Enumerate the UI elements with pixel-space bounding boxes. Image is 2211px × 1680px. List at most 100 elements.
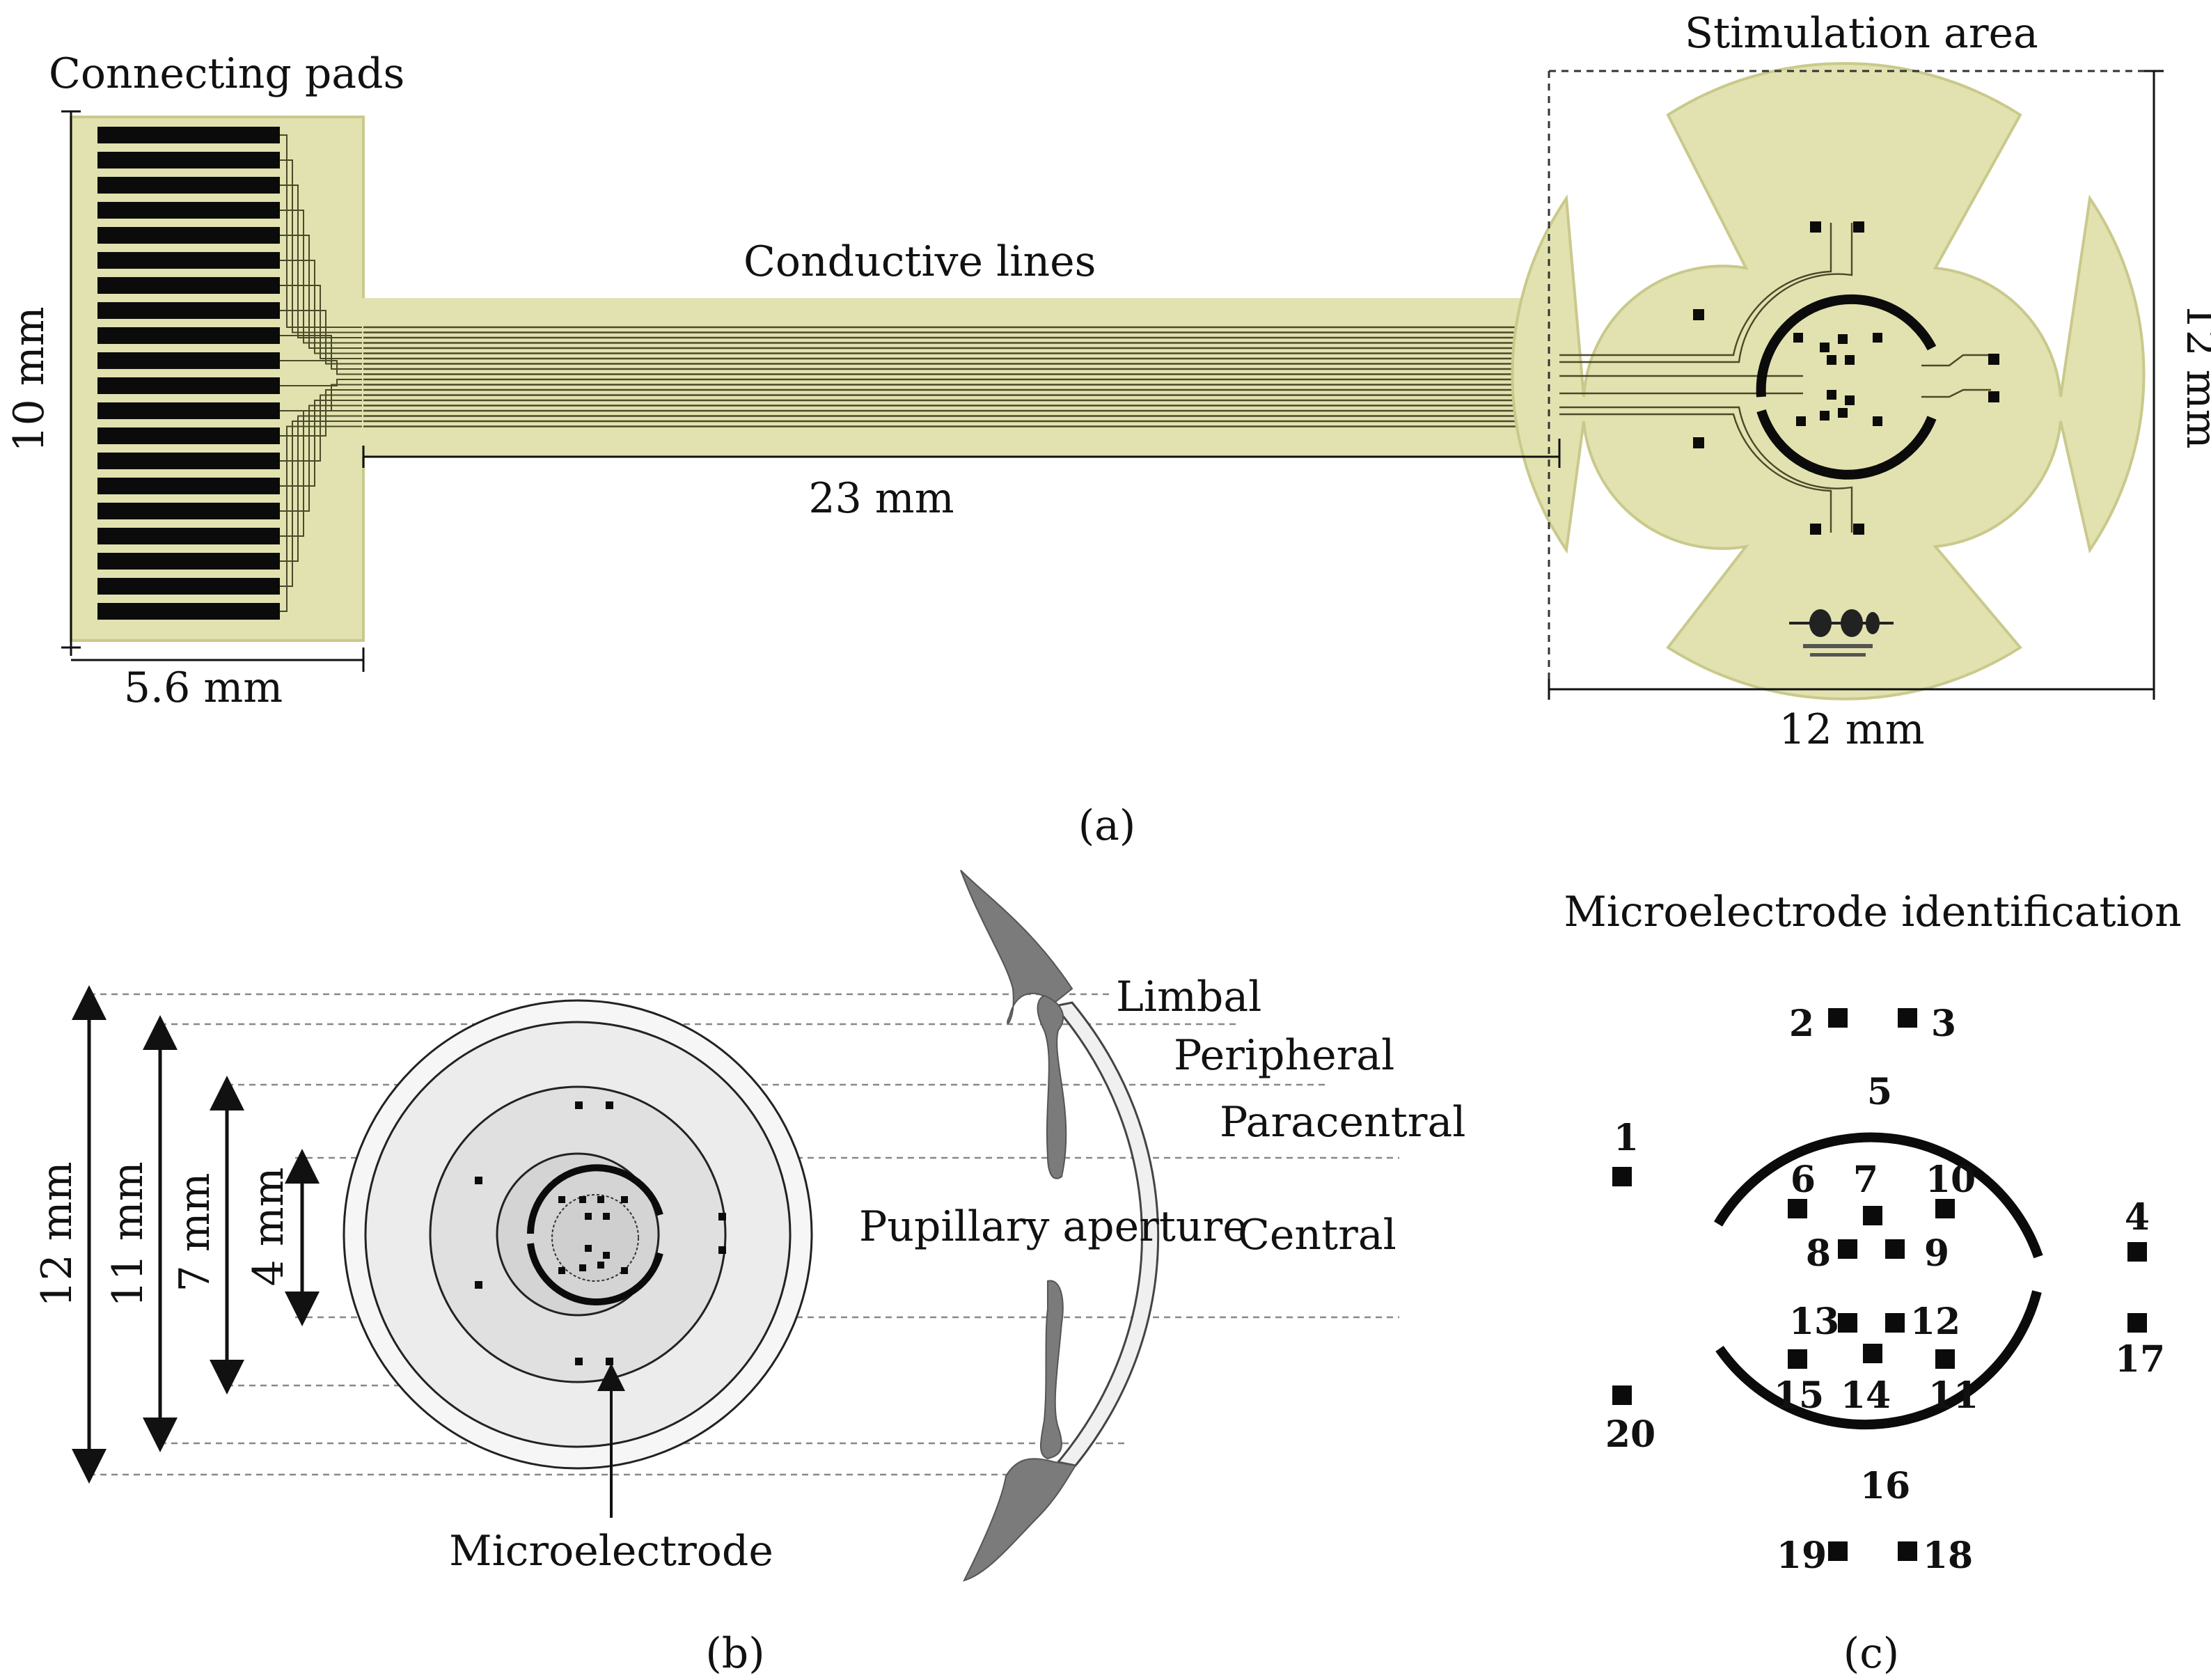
dim-12mm: 12 mm	[33, 1161, 81, 1307]
electrode-marker-11	[1935, 1349, 1955, 1369]
dim-11mm: 11 mm	[104, 1161, 152, 1307]
dim-stim-width: 12 mm	[1779, 705, 1924, 754]
upper-iris	[1037, 994, 1067, 1179]
dim-stim-height: 12 mm	[2177, 303, 2211, 448]
connecting-pad	[97, 427, 280, 444]
electrode-marker-9	[1885, 1239, 1905, 1259]
dimension-lines-a	[61, 70, 2164, 700]
pad-route	[280, 335, 363, 370]
electrode-marker-8	[1838, 1239, 1857, 1259]
title-microelectrode-identification: Microelectrode identification	[1564, 888, 2181, 936]
zone-label-central: Central	[1238, 1211, 1396, 1259]
stimulation-electrodes	[1693, 221, 1999, 535]
connecting-pad	[97, 377, 280, 394]
cornea	[1053, 1001, 1160, 1467]
label-pupillary-aperture: Pupillary aperture	[859, 1202, 1248, 1251]
lower-iris	[1040, 1280, 1064, 1460]
panel-a: Connecting pads Conductive lines Stimula…	[5, 9, 2211, 850]
zone-label-limbal: Limbal	[1116, 973, 1261, 1021]
electrode-number-20: 20	[1605, 1413, 1655, 1456]
electrode-number-2: 2	[1789, 1003, 1814, 1045]
conductive-strip	[362, 298, 1559, 457]
stimulation-box	[1548, 70, 2153, 688]
connecting-pad	[97, 227, 280, 244]
stimulation-substrate	[1511, 62, 2146, 700]
connecting-pad	[97, 478, 280, 494]
electrode-marker-1	[1612, 1167, 1632, 1186]
upper-sclera	[960, 870, 1073, 1024]
electrode-number-19: 19	[1777, 1534, 1827, 1577]
electrode-marker-6	[1788, 1199, 1807, 1218]
dim-pads-width: 5.6 mm	[124, 664, 283, 712]
electrode-number-7: 7	[1853, 1159, 1878, 1201]
electrode-marker-3	[1898, 1008, 1917, 1028]
label-microelectrode: Microelectrode	[449, 1527, 773, 1576]
electrode-marker-7	[1863, 1206, 1882, 1225]
electrode-number-4: 4	[2125, 1196, 2150, 1239]
connecting-pad	[97, 503, 280, 519]
connecting-pad	[97, 202, 280, 219]
electrode-marker-13	[1838, 1313, 1857, 1333]
pad-route	[280, 159, 363, 333]
electrode-number-3: 3	[1931, 1003, 1956, 1045]
ring-electrode-b	[527, 1164, 663, 1305]
pad-route	[280, 260, 363, 354]
electrode-number-16: 16	[1860, 1465, 1910, 1507]
electrode-marker-18	[1898, 1541, 1917, 1561]
connecting-pad	[97, 277, 280, 294]
pad-route	[280, 379, 363, 386]
electrode-number-1: 1	[1614, 1117, 1639, 1159]
electrode-number-5: 5	[1867, 1071, 1892, 1113]
electrode-number-11: 11	[1928, 1374, 1978, 1417]
caption-b: (b)	[705, 1629, 764, 1678]
pad-route	[280, 425, 363, 612]
pad-route	[280, 405, 363, 512]
electrode-number-18: 18	[1923, 1534, 1973, 1577]
label-connecting-pads: Connecting pads	[49, 49, 404, 98]
electrode-number-8: 8	[1806, 1232, 1831, 1275]
connecting-pad	[97, 528, 280, 544]
electrode-number-17: 17	[2115, 1338, 2165, 1381]
caption-c: (c)	[1843, 1629, 1899, 1678]
connecting-pad	[97, 152, 280, 168]
ring-electrode	[1756, 294, 1937, 480]
electrode-marker-4	[2127, 1242, 2147, 1262]
connecting-pad	[97, 603, 280, 620]
electrode-marker-20	[1612, 1385, 1632, 1405]
zone-label-paracentral: Paracentral	[1220, 1098, 1465, 1147]
lower-sclera	[963, 1458, 1077, 1582]
pad-route	[280, 210, 363, 344]
stimulation-traces	[1559, 223, 1991, 533]
connecting-pad	[97, 352, 280, 369]
connecting-pad	[97, 127, 280, 143]
label-conductive-lines: Conductive lines	[743, 237, 1096, 286]
connecting-pad	[97, 327, 280, 344]
connecting-pad	[97, 402, 280, 419]
electrode-marker-14	[1863, 1344, 1882, 1363]
connecting-pad	[97, 453, 280, 469]
label-stimulation-area: Stimulation area	[1685, 9, 2038, 58]
electrode-number-10: 10	[1926, 1159, 1976, 1201]
electrodes-b	[475, 1101, 726, 1365]
electrode-marker-10	[1935, 1199, 1955, 1218]
dim-7mm: 7 mm	[171, 1172, 219, 1292]
dim-pads-height: 10 mm	[5, 306, 54, 452]
pad-route	[280, 285, 363, 359]
electrode-markers	[1612, 1008, 2147, 1561]
institute-logo	[1789, 609, 1894, 657]
conductive-lines	[363, 326, 1559, 427]
electrode-number-14: 14	[1841, 1374, 1891, 1417]
electrode-marker-17	[2127, 1313, 2147, 1333]
pad-route	[280, 394, 363, 462]
electrode-number-6: 6	[1791, 1159, 1816, 1201]
electrode-number-9: 9	[1924, 1232, 1949, 1275]
pad-route	[280, 310, 363, 365]
pad-route	[280, 235, 363, 349]
electrode-number-12: 12	[1910, 1301, 1960, 1343]
dim-lines-length: 23 mm	[808, 474, 954, 523]
electrode-number-13: 13	[1789, 1301, 1839, 1343]
connecting-pad	[97, 578, 280, 595]
